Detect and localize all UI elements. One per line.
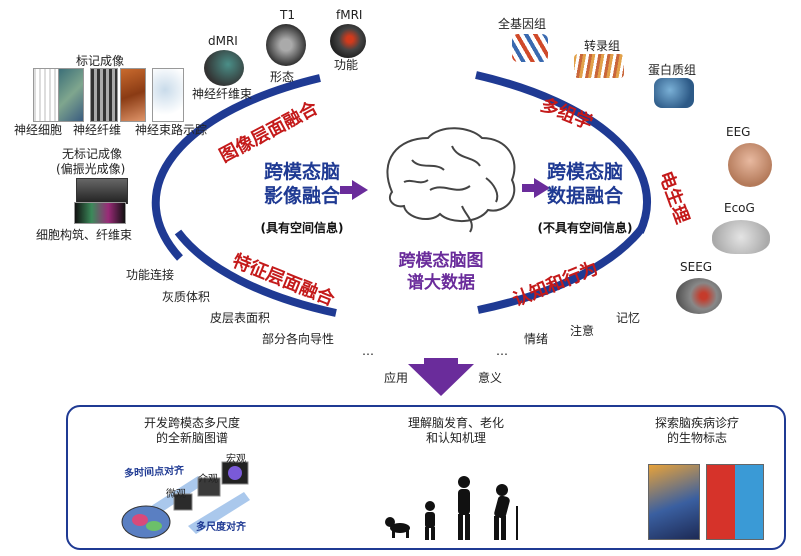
seeg-brain-image — [676, 278, 722, 314]
label-morphology: 形态 — [270, 70, 295, 84]
label-proteome: 蛋白质组 — [648, 63, 697, 77]
atlas-region-b — [146, 521, 162, 531]
label-cortical-area: 皮层表面积 — [210, 311, 271, 325]
col2-line2: 和认知机理 — [425, 431, 486, 445]
rna-icon — [574, 54, 624, 78]
split-face-painting — [706, 464, 764, 540]
atlas-region-a — [132, 514, 148, 526]
label-connectivity: 功能连接 — [126, 268, 175, 282]
adult-figure — [458, 476, 470, 540]
macro-dot — [228, 466, 242, 480]
eeg-head-image — [728, 143, 772, 187]
ring-arc-top-left — [151, 74, 321, 261]
elderly-figure — [494, 484, 518, 540]
fiber-image-b — [120, 68, 146, 122]
label-genome: 全基因组 — [498, 17, 547, 31]
right-subtitle: (不具有空间信息) — [537, 221, 633, 235]
label-meaning: 意义 — [478, 371, 503, 385]
neuron-image-a — [33, 68, 59, 122]
label-gray-volume: 灰质体积 — [162, 290, 211, 304]
col1-line2: 的全新脑图谱 — [155, 431, 228, 445]
label-macro: 宏观 — [226, 454, 246, 465]
down-arrow — [408, 358, 474, 396]
protein-icon — [654, 78, 694, 108]
lifespan-illustration — [385, 476, 518, 540]
label-multi-scale: 多尺度对齐 — [196, 522, 246, 533]
label-emotion: 情绪 — [524, 332, 549, 346]
micro-image — [173, 493, 193, 511]
label-imaging: 标记成像 — [76, 54, 125, 68]
tract-image — [152, 68, 184, 122]
label-seeg: SEEG — [680, 260, 713, 274]
col3-line2: 的生物标志 — [666, 431, 727, 445]
label-t1: T1 — [280, 8, 295, 22]
label-application: 应用 — [384, 371, 409, 385]
left-title-line2: 影像融合 — [263, 185, 340, 207]
label-fmri: fMRI — [336, 8, 363, 22]
ring-arc-bottom-left — [174, 229, 337, 317]
right-title-line1: 跨模态脑 — [546, 161, 623, 183]
brain-icon — [386, 127, 516, 233]
fmri-head-image — [330, 24, 366, 58]
label-anisotropy: 部分各向导性 — [262, 332, 335, 346]
col3-heading: 探索脑疾病诊疗 的生物标志 — [632, 416, 762, 446]
core-text-line2: 谱大数据 — [407, 273, 475, 293]
label-dmri: dMRI — [208, 34, 238, 48]
arrow-left — [340, 180, 368, 200]
label-polar: (偏振光成像) — [56, 162, 126, 176]
arrow-right-rot — [522, 178, 550, 198]
label-meso: 介观 — [198, 474, 218, 485]
child-figure — [425, 501, 435, 540]
label-micro: 微观 — [166, 489, 186, 500]
left-title-line1: 跨模态脑 — [263, 161, 340, 183]
dna-icon — [512, 34, 548, 62]
microscope-image — [76, 178, 128, 204]
ring-arc-bottom-right — [477, 225, 646, 314]
label-eeg: EEG — [726, 125, 751, 139]
ellipsis-left: … — [362, 344, 374, 358]
ellipsis-right: … — [496, 344, 508, 358]
label-function: 功能 — [334, 58, 359, 72]
t1-head-image — [266, 24, 306, 66]
atlas-illustration — [121, 461, 250, 539]
polar-image — [74, 202, 126, 224]
core-text: 跨模态脑图 谱大数据 — [386, 250, 496, 294]
neuron-image-b — [58, 68, 84, 122]
right-title-line2: 数据融合 — [546, 185, 623, 207]
label-tract: 神经束路示踪 — [135, 123, 208, 137]
ecog-brain-image — [712, 220, 770, 254]
baby-figure — [385, 517, 410, 538]
col3-line1: 探索脑疾病诊疗 — [654, 416, 739, 430]
right-title: 跨模态脑 数据融合 — [530, 160, 640, 208]
label-fiber-tract: 神经纤维束 — [192, 87, 253, 101]
label-cyto: 细胞构筑、纤维束 — [36, 228, 133, 242]
label-fiber: 神经纤维 — [73, 123, 122, 137]
label-transcriptome: 转录组 — [584, 39, 621, 53]
col1-line1: 开发跨模态多尺度 — [143, 416, 240, 430]
label-multi-time: 多时间点对齐 — [123, 465, 185, 480]
label-memory: 记忆 — [616, 311, 641, 325]
ring-arc-top-right — [475, 71, 651, 234]
despair-painting — [648, 464, 700, 540]
fiber-image-a — [90, 68, 118, 122]
label-attention: 注意 — [570, 324, 595, 338]
dmri-head-image — [204, 50, 244, 86]
col1-heading: 开发跨模态多尺度 的全新脑图谱 — [122, 416, 262, 446]
label-neuron: 神经细胞 — [14, 123, 63, 137]
left-title: 跨模态脑 影像融合 — [248, 160, 356, 208]
col2-heading: 理解脑发育、老化 和认知机理 — [386, 416, 526, 446]
label-label-free: 无标记成像 — [62, 147, 123, 161]
meso-image — [197, 477, 221, 497]
col2-line1: 理解脑发育、老化 — [407, 416, 504, 430]
left-subtitle: (具有空间信息) — [260, 221, 344, 235]
scale-align-arrow — [188, 492, 250, 534]
core-text-line1: 跨模态脑图 — [398, 251, 484, 271]
label-ecog: EcoG — [724, 201, 755, 215]
